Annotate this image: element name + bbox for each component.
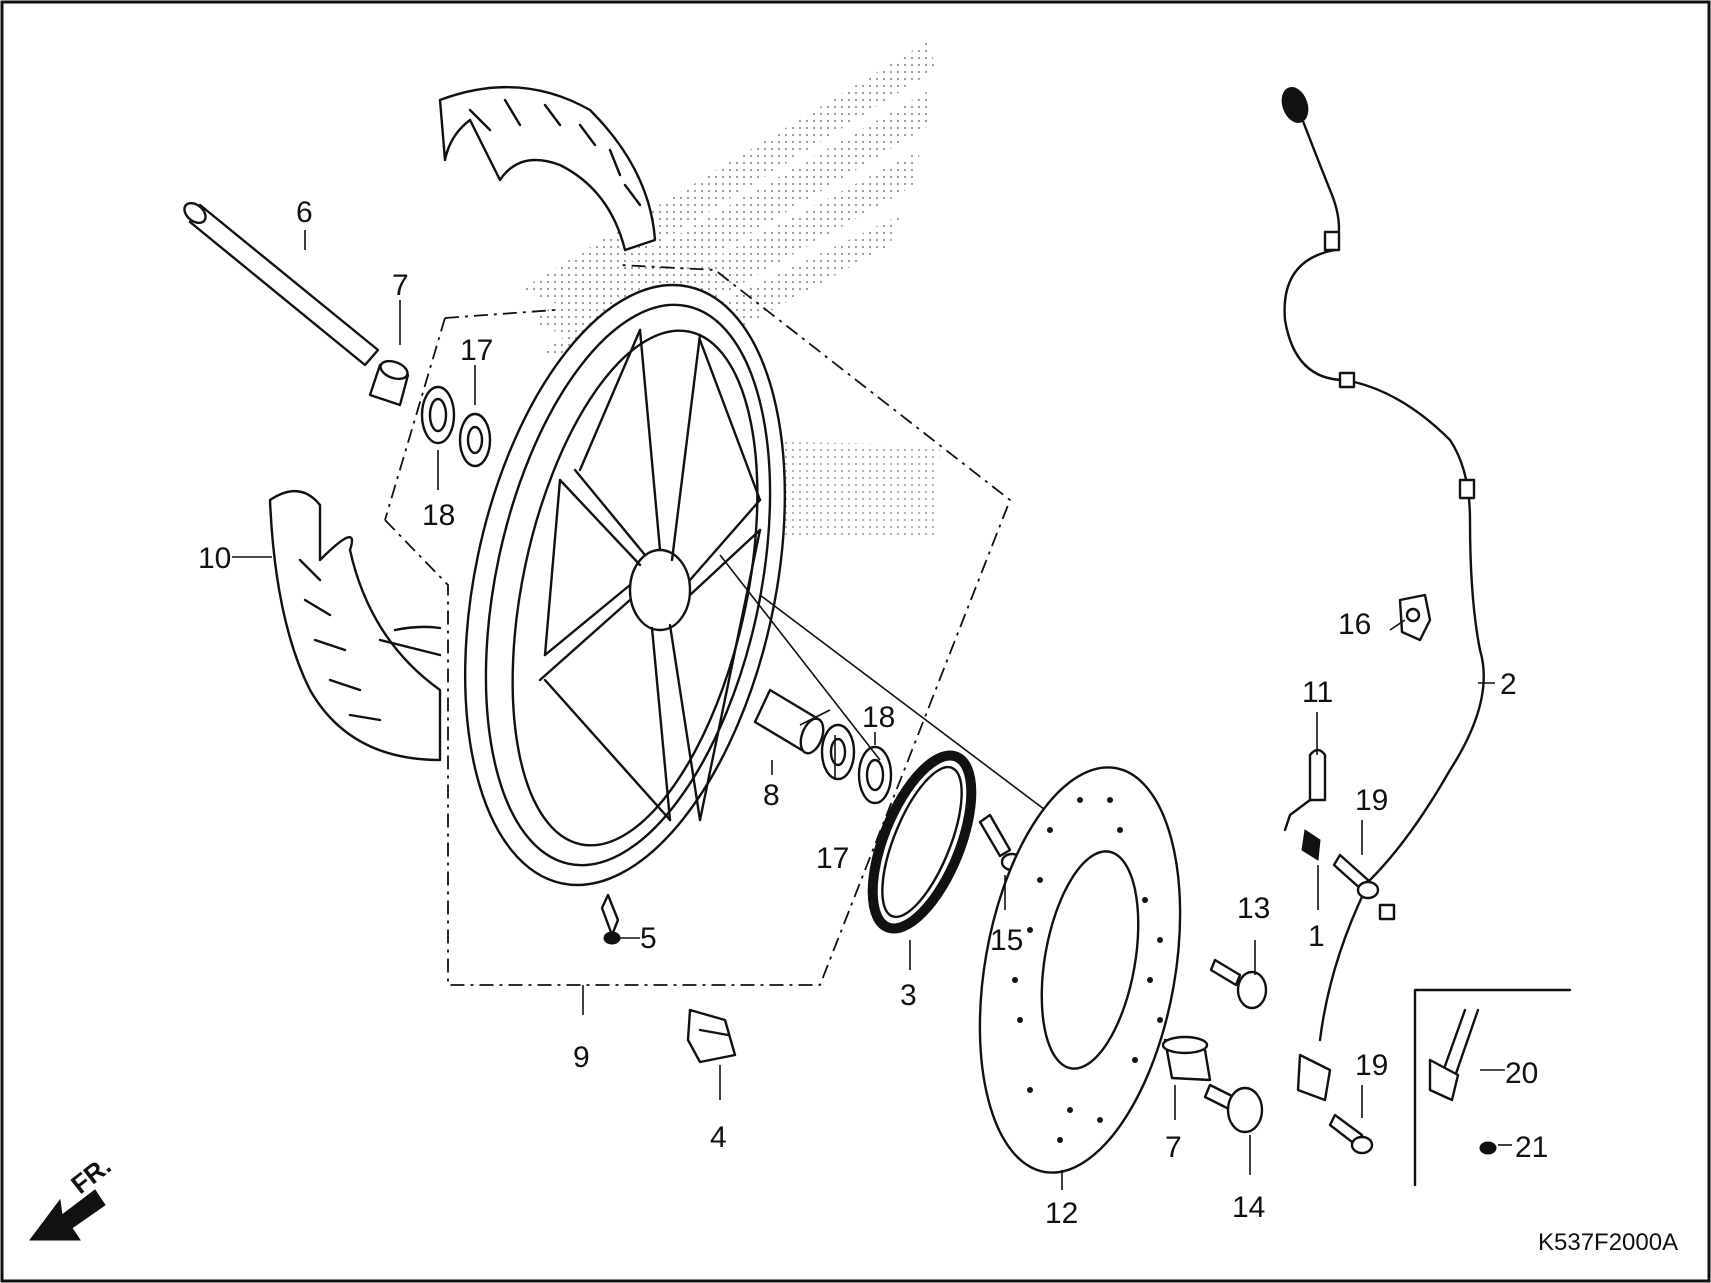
bolt-1 — [1301, 829, 1321, 861]
fr-label: FR. — [65, 1150, 116, 1199]
front-direction-arrow: FR. — [29, 1150, 117, 1241]
callout-1: 1 — [1308, 920, 1325, 953]
oil-seal-18-lower — [857, 745, 893, 805]
bearing-17-lower — [820, 723, 856, 781]
balance-weight-4 — [686, 1008, 737, 1064]
callout-5: 5 — [640, 922, 657, 955]
callout-19-lower: 19 — [1355, 1049, 1388, 1082]
bearing-17-upper — [458, 412, 492, 468]
callout-6: 6 — [296, 196, 313, 229]
front-fender — [268, 86, 657, 762]
axle-nut-14 — [1203, 1083, 1264, 1134]
collar-7-upper — [368, 359, 410, 407]
callout-16: 16 — [1338, 608, 1371, 641]
callout-18-upper: 18 — [422, 499, 455, 532]
pulser-ring-3 — [867, 750, 977, 934]
callout-19-upper: 19 — [1355, 784, 1388, 817]
callout-12: 12 — [1045, 1197, 1078, 1230]
callout-17-lower: 17 — [816, 842, 849, 875]
clip-11 — [1283, 748, 1327, 832]
valve-5 — [600, 893, 621, 945]
callout-8: 8 — [763, 779, 780, 812]
distance-collar-8 — [753, 688, 825, 755]
callout-labels: 6 7 17 18 10 8 17 18 5 3 15 9 4 12 7 14 … — [198, 196, 1548, 1230]
disc-bolt-13 — [1209, 958, 1268, 1010]
callout-17-upper: 17 — [460, 334, 493, 367]
callout-10: 10 — [198, 542, 231, 575]
axis-line-2 — [759, 594, 1086, 841]
callout-7-upper: 7 — [392, 269, 409, 302]
callout-15: 15 — [990, 924, 1023, 957]
bolt-19-upper — [1332, 853, 1380, 900]
front-wheel — [463, 283, 787, 887]
callout-11: 11 — [1302, 676, 1333, 709]
wheel-assembly-outline — [384, 264, 1012, 986]
callout-9: 9 — [573, 1041, 590, 1074]
callout-21: 21 — [1515, 1131, 1548, 1164]
brake-disc-12 — [978, 766, 1182, 1174]
leader-lines — [232, 230, 1512, 1190]
callout-13: 13 — [1237, 892, 1270, 925]
oil-seal-18-upper — [420, 385, 456, 445]
axis-line-1 — [719, 554, 881, 761]
inset-box — [1413, 988, 1572, 1187]
front-axle — [183, 201, 380, 367]
callout-14: 14 — [1232, 1191, 1265, 1224]
callout-18-lower: 18 — [862, 701, 895, 734]
bolt-19-lower — [1328, 1113, 1374, 1155]
figure-code: K537F2000A — [1538, 1229, 1678, 1256]
callout-7-lower: 7 — [1165, 1131, 1182, 1164]
clamp-16 — [1398, 593, 1432, 642]
speed-sensor-cable-2 — [1281, 87, 1485, 1102]
collar-7-lower — [1161, 1035, 1212, 1082]
screw-15 — [978, 813, 1024, 872]
callout-2: 2 — [1500, 668, 1517, 701]
callout-20: 20 — [1505, 1057, 1538, 1090]
callout-3: 3 — [900, 979, 917, 1012]
callout-4: 4 — [710, 1121, 727, 1154]
